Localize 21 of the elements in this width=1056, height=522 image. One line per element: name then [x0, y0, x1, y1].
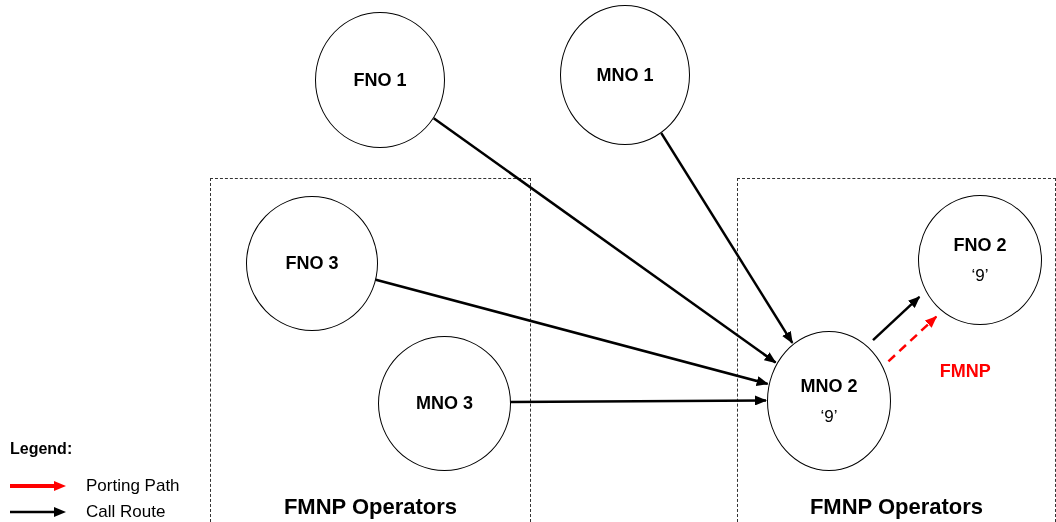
- operator-name: FNO 2: [953, 234, 1007, 256]
- operator-name: MNO 2: [800, 375, 858, 397]
- arrow: [872, 296, 921, 342]
- operator-group-frame: [210, 178, 531, 522]
- arrow: [660, 132, 794, 344]
- group-label: FMNP Operators: [283, 494, 458, 519]
- operator-group-frame: [737, 178, 1056, 522]
- group-label: FMNP Operators: [809, 494, 984, 519]
- prefix-label: ‘9’: [971, 265, 989, 286]
- operator-name: FNO 3: [285, 253, 339, 274]
- operator-name: FNO 1: [353, 69, 407, 91]
- arrow: [510, 395, 767, 406]
- operator-name: MNO 1: [596, 64, 654, 86]
- arrow: [374, 278, 769, 386]
- arrow: [432, 117, 777, 364]
- legend-text: Call Route: [86, 502, 166, 522]
- operator-name: MNO 3: [416, 393, 473, 414]
- dashed-arrow: [887, 315, 938, 363]
- prefix-label: ‘9’: [820, 406, 838, 427]
- legend-text: Porting Path: [86, 476, 180, 496]
- legend-heading: Legend:: [10, 440, 73, 458]
